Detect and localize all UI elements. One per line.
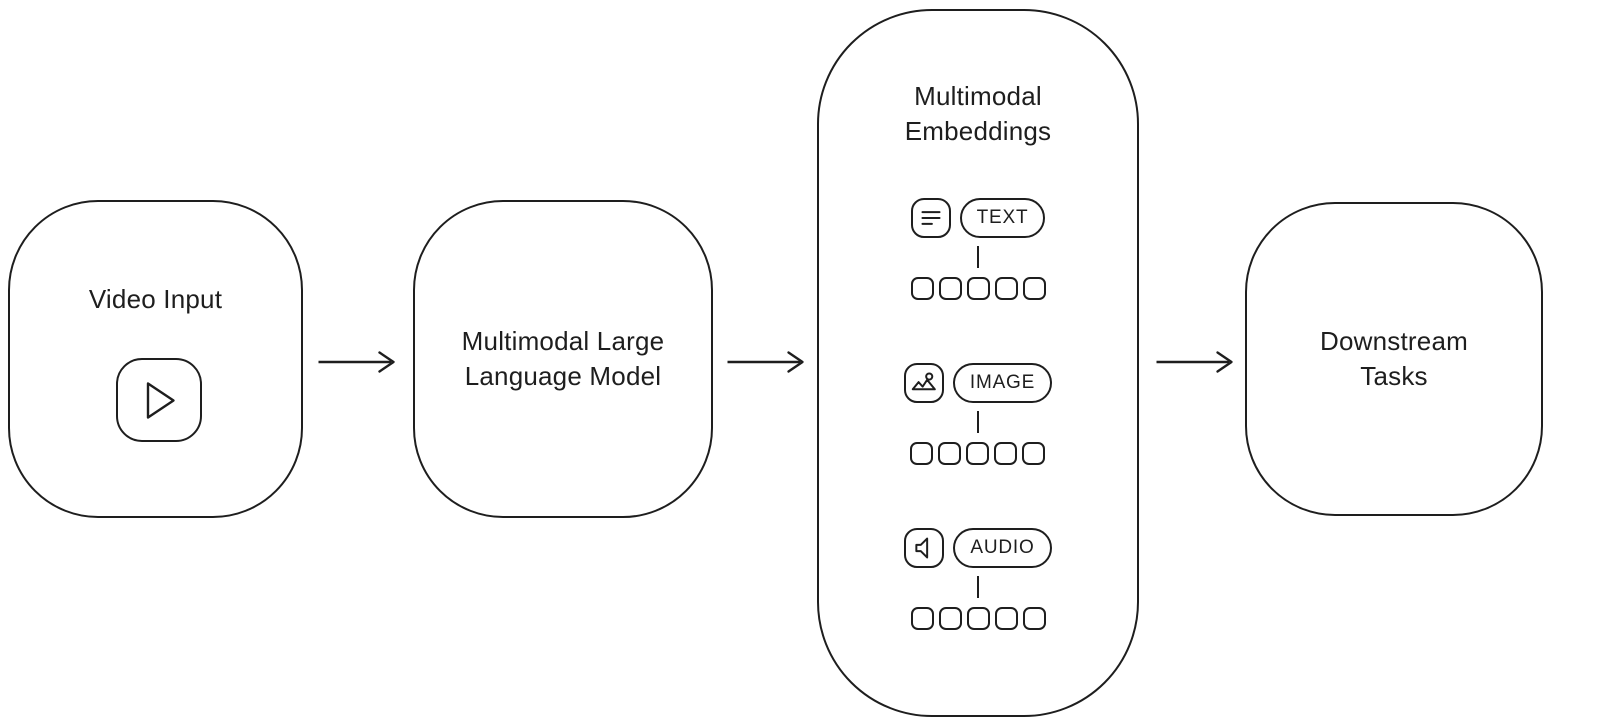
node-multimodal-embeddings: Multimodal Embeddings TEXT IMAGE [817,9,1139,717]
token-square [966,607,990,630]
token-square [1022,607,1046,630]
token-squares-row [910,607,1046,630]
token-square [994,277,1018,300]
modality-group-image: IMAGE [903,363,1053,465]
text-lines-icon [910,198,951,238]
modality-badge-text: TEXT [959,198,1046,238]
downstream-tasks-label: Downstream Tasks [1320,324,1468,394]
title-line: Embeddings [904,116,1052,146]
token-square [994,442,1018,465]
token-square [938,607,962,630]
title-line: Multimodal [914,81,1042,111]
connector-line [976,411,980,433]
label-line: Language Model [464,361,662,391]
modality-head: TEXT [910,198,1046,238]
embeddings-title: Multimodal Embeddings [905,79,1052,149]
token-square [938,277,962,300]
token-square [910,607,934,630]
multimodal-llm-label: Multimodal Large Language Model [462,324,665,394]
token-square [910,442,934,465]
node-video-input: Video Input [8,200,303,518]
play-triangle-icon [146,381,175,419]
token-square [1022,442,1046,465]
modality-head: AUDIO [904,528,1052,568]
token-square [938,442,962,465]
token-square [994,607,1018,630]
token-square [966,277,990,300]
connector-line [976,246,980,268]
label-line: Tasks [1360,361,1428,391]
token-squares-row [910,442,1046,465]
node-multimodal-llm: Multimodal Large Language Model [413,200,713,518]
token-square [910,277,934,300]
image-icon [903,363,944,403]
node-downstream-tasks: Downstream Tasks [1245,202,1543,516]
token-squares-row [910,277,1046,300]
modality-badge-image: IMAGE [952,363,1053,403]
token-square [1022,277,1046,300]
arrow-right-icon [1156,351,1233,373]
modality-group-text: TEXT [910,198,1046,300]
arrow-right-icon [727,351,804,373]
video-input-label: Video Input [88,284,223,314]
label-line: Multimodal Large [461,326,665,356]
modality-group-audio: AUDIO [904,528,1052,630]
speaker-icon [904,528,945,568]
arrow-right-icon [318,351,395,373]
play-icon [115,358,202,442]
label-line: Downstream [1320,326,1468,356]
connector-line [976,576,980,598]
modality-badge-audio: AUDIO [953,528,1052,568]
modality-head: IMAGE [903,363,1053,403]
token-square [966,442,990,465]
